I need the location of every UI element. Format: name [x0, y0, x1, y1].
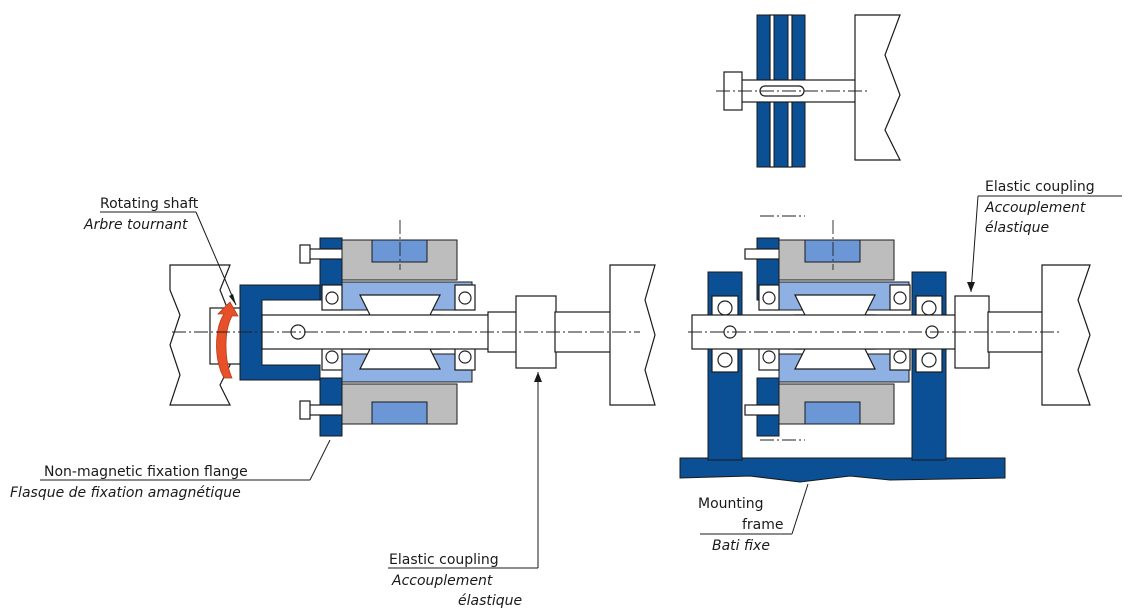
side-view-support: [854, 14, 901, 161]
bearing-ball-right-bottom: [458, 350, 472, 364]
label-fixation-flange-en: Non-magnetic fixation flange: [44, 464, 248, 480]
right-driven-support: [1041, 264, 1091, 406]
label-coupling-bottom-fr-1: Accouplement: [391, 573, 493, 589]
bolt-head-bottom: [299, 400, 311, 420]
magnet-bottom-left: [371, 401, 428, 425]
label-coupling-bottom-fr-2: élastique: [458, 593, 522, 609]
left-shaft-support: [169, 264, 231, 406]
mounting-frame-base: [679, 457, 1006, 483]
frame-bearing-left-bottom: [711, 347, 739, 373]
label-mounting-frame-fr: Bati fixe: [712, 538, 770, 554]
bearing-ball-right-top: [458, 291, 472, 305]
bearing-left-top: [321, 284, 343, 311]
right-magnet-top: [804, 239, 861, 263]
bearing-ball-left-top: [325, 291, 339, 305]
label-coupling-bottom-en: Elastic coupling: [389, 552, 499, 568]
label-mounting-frame-en-2: frame: [742, 517, 784, 533]
rotation-arrow: [216, 301, 239, 379]
label-coupling-right-fr-1: Accouplement: [984, 200, 1086, 216]
side-view: [716, 14, 901, 168]
label-rotating-shaft-fr: Arbre tournant: [83, 217, 188, 233]
label-coupling-right-fr-2: élastique: [985, 220, 1049, 236]
frame-bearing-right-bottom: [915, 347, 943, 373]
left-assembly: [169, 220, 656, 437]
left-driven-support: [609, 264, 656, 406]
label-mounting-frame-en-1: Mounting: [698, 496, 764, 512]
bearing-right-top: [454, 284, 476, 311]
bearing-ball-left-bottom: [325, 350, 339, 364]
bolt-head-top: [299, 244, 311, 264]
label-coupling-right-en: Elastic coupling: [985, 179, 1095, 195]
right-magnet-bottom: [804, 401, 861, 425]
right-assembly: [679, 215, 1091, 483]
leader-lines: [40, 195, 1122, 569]
label-fixation-flange-fr: Flasque de fixation amagnétique: [10, 485, 241, 501]
label-rotating-shaft-en: Rotating shaft: [100, 196, 199, 212]
magnet-top-left: [371, 239, 428, 263]
